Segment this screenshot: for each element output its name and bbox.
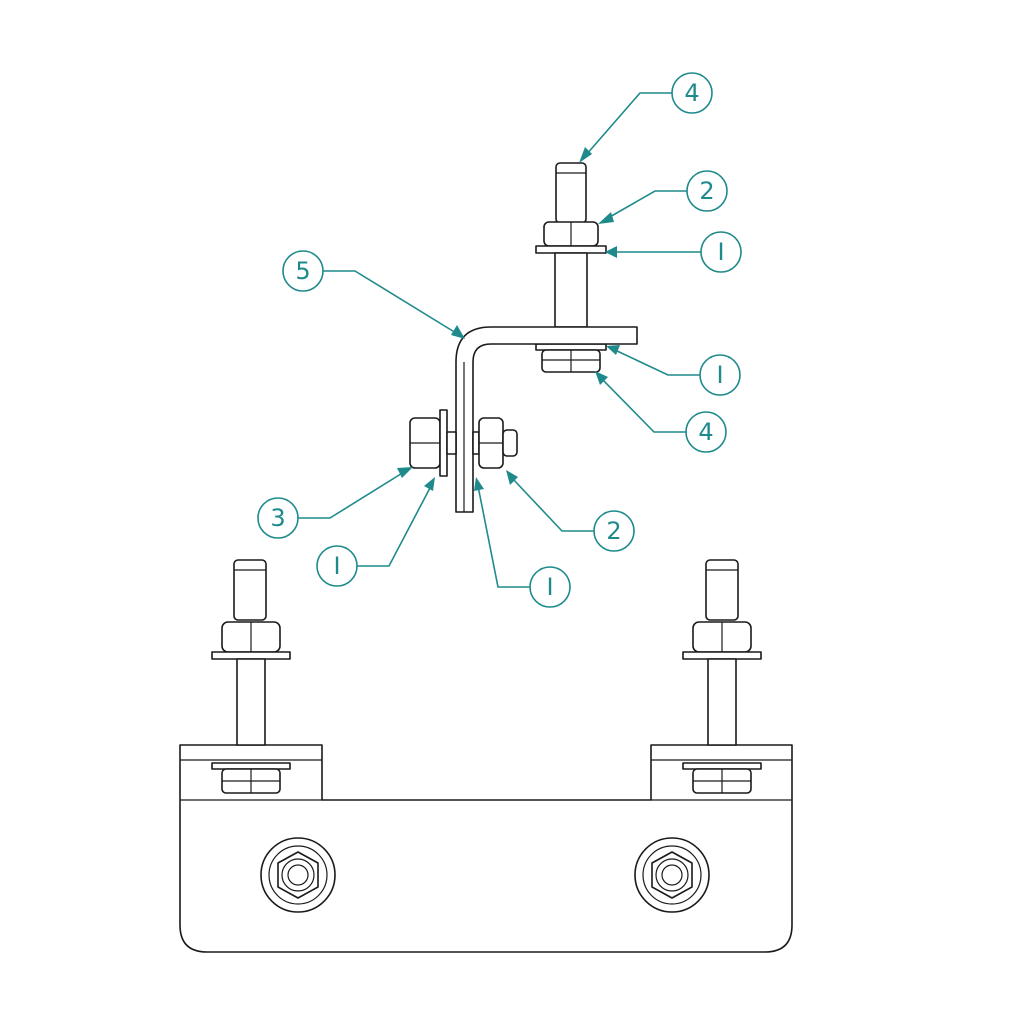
balloon-9: I <box>316 545 358 587</box>
callout-6: 4 <box>595 371 727 453</box>
callout-10: I <box>474 477 571 608</box>
callout-5: I <box>606 345 741 396</box>
balloon-4: 5 <box>282 250 324 292</box>
right-hex-fitting <box>634 837 710 913</box>
base-bracket <box>179 744 793 953</box>
balloon-7-label: 3 <box>270 504 285 532</box>
l-bracket <box>455 326 638 513</box>
balloon-2-label: 2 <box>699 177 714 205</box>
callout-2: 2 <box>598 170 728 224</box>
callout-1: 4 <box>579 72 713 163</box>
callout-4: 5 <box>282 250 465 339</box>
balloon-4-label: 5 <box>295 257 310 285</box>
top-stud-assembly <box>535 162 607 373</box>
balloon-2: 2 <box>686 170 728 212</box>
callout-3: I <box>605 231 742 273</box>
callout-9: I <box>316 477 435 587</box>
balloon-7: 3 <box>257 497 299 539</box>
balloon-9-label: I <box>333 552 340 580</box>
balloon-10-label: I <box>546 573 553 601</box>
balloon-8-label: 2 <box>606 517 621 545</box>
balloon-6: 4 <box>685 411 727 453</box>
balloon-5-label: I <box>716 361 723 389</box>
balloon-6-label: 4 <box>698 418 713 446</box>
balloon-1-label: 4 <box>684 79 699 107</box>
balloon-10: I <box>529 566 571 608</box>
side-bolt-assembly <box>409 409 518 477</box>
balloon-1: 4 <box>671 72 713 114</box>
balloon-3-label: I <box>717 238 724 266</box>
balloon-3: I <box>700 231 742 273</box>
right-stud-assembly <box>682 559 762 794</box>
callout-7: 3 <box>257 467 413 539</box>
balloon-5: I <box>699 354 741 396</box>
callout-8: 2 <box>506 470 635 552</box>
balloon-8: 2 <box>593 510 635 552</box>
left-hex-fitting <box>260 837 336 913</box>
left-stud-assembly <box>211 559 291 794</box>
